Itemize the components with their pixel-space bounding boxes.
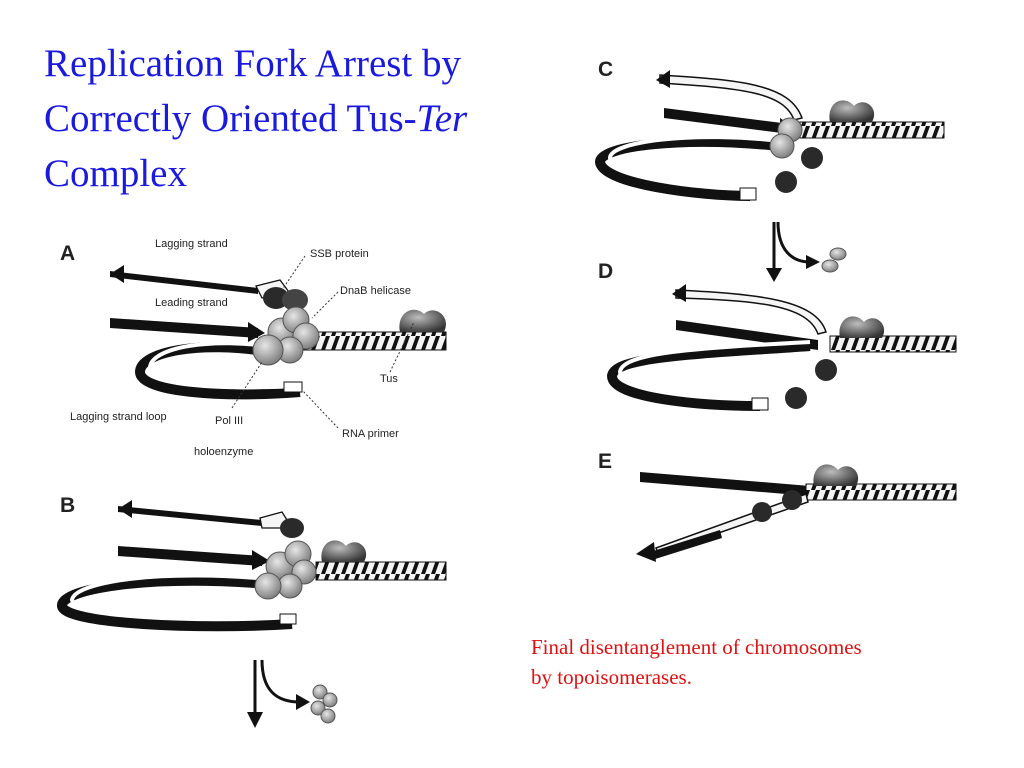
title-line-3: Complex <box>44 152 187 195</box>
panel-c: C <box>594 58 945 282</box>
slide-title: Replication Fork Arrest by Correctly Ori… <box>44 36 467 201</box>
panel-a: A Lagging strand SSB protein Lead <box>60 238 447 458</box>
caption-line-1: Final disentanglement of chromosomes <box>531 635 862 659</box>
label-dnab-helicase: DnaB helicase <box>340 285 411 297</box>
label-lagging-strand: Lagging strand <box>155 238 228 250</box>
panel-e: E <box>598 450 957 562</box>
panel-e-letter: E <box>598 450 612 473</box>
label-ssb-protein: SSB protein <box>310 248 369 260</box>
panel-d: D <box>598 260 957 411</box>
label-leading-strand: Leading strand <box>155 297 228 309</box>
title-line-2-text: Correctly Oriented Tus- <box>44 97 417 140</box>
label-lagging-strand-loop: Lagging strand loop <box>70 411 167 423</box>
caption-line-2: by topoisomerases. <box>531 665 692 689</box>
title-ter-italic: Ter <box>416 97 468 140</box>
label-rna-primer: RNA primer <box>342 428 399 440</box>
caption: Final disentanglement of chromosomes by … <box>531 632 862 692</box>
label-tus: Tus <box>380 373 398 385</box>
panel-d-letter: D <box>598 260 613 283</box>
panel-c-letter: C <box>598 58 613 81</box>
panel-b-letter: B <box>60 494 75 517</box>
label-pol-iii-line1: Pol III <box>215 415 243 427</box>
label-pol-iii-line2: holoenzyme <box>194 446 253 458</box>
title-line-1: Replication Fork Arrest by <box>44 42 462 85</box>
title-line-2: Correctly Oriented Tus-Ter <box>44 91 467 146</box>
panel-b: B <box>57 494 447 728</box>
panel-a-letter: A <box>60 242 75 265</box>
